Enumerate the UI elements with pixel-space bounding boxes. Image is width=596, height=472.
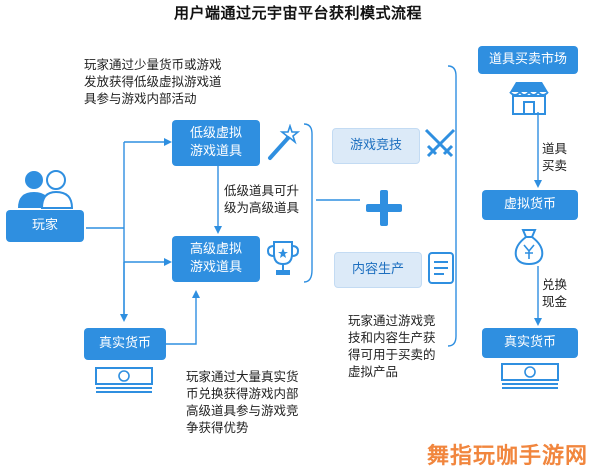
note-bottom-left-line: 币兑换获得游戏内部 xyxy=(186,386,299,401)
market-box: 道具买卖市场 xyxy=(478,46,578,74)
cash-stack-icon xyxy=(95,367,153,393)
low-item-line: 低级虚拟 xyxy=(189,126,242,141)
note-top-left-line: 发放获得低级虚拟游戏道 xyxy=(84,74,222,89)
note-bottom-left-line: 玩家通过大量真实货 xyxy=(186,369,299,384)
trade-label-line: 道具 xyxy=(542,141,568,156)
magic-wand-icon xyxy=(268,124,300,160)
low-item-line: 游戏道具 xyxy=(189,144,242,159)
trade-label-line: 买卖 xyxy=(542,158,568,173)
exchange-label-line: 现金 xyxy=(542,294,568,309)
real-currency-left-box: 真实货币 xyxy=(84,328,166,360)
money-bag-icon xyxy=(514,229,544,266)
high-item-line: 高级虚拟 xyxy=(189,242,242,257)
game-competition-box: 游戏竞技 xyxy=(332,128,420,164)
trophy-icon xyxy=(266,241,300,275)
note-middle-bottom-line: 玩家通过游戏竞 xyxy=(348,313,436,328)
player-box: 玩家 xyxy=(6,210,84,242)
note-top-left-line: 玩家通过少量货币或游戏 xyxy=(84,57,222,72)
note-bottom-left-line: 争获得优势 xyxy=(186,420,249,435)
upgrade-note-line: 级为高级道具 xyxy=(224,200,300,215)
virtual-currency-box: 虚拟货币 xyxy=(482,190,578,220)
note-top-left: 玩家通过少量货币或游戏 发放获得低级虚拟游戏道 具参与游戏内部活动 xyxy=(84,56,222,107)
low-item-box: 低级虚拟 游戏道具 xyxy=(172,120,260,166)
right-bracket xyxy=(447,65,457,347)
note-middle-bottom: 玩家通过游戏竞 技和内容生产获 得可用于买卖的 虚拟产品 xyxy=(348,312,436,380)
upgrade-note: 低级道具可升 级为高级道具 xyxy=(224,182,299,216)
cash-stack-icon xyxy=(501,363,559,389)
high-item-line: 游戏道具 xyxy=(189,260,242,275)
content-production-box: 内容生产 xyxy=(334,252,422,288)
note-middle-bottom-line: 得可用于买卖的 xyxy=(348,347,436,362)
exchange-label-line: 兑换 xyxy=(542,277,568,292)
real-currency-right-box: 真实货币 xyxy=(482,328,578,358)
note-top-left-line: 具参与游戏内部活动 xyxy=(84,91,197,106)
currency-to-high-arrow xyxy=(166,290,200,345)
note-middle-bottom-line: 技和内容生产获 xyxy=(348,330,436,345)
plus-icon xyxy=(366,190,402,226)
watermark: 舞指玩咖手游网 xyxy=(426,444,588,469)
crossed-swords-icon xyxy=(424,128,456,158)
note-bottom-left: 玩家通过大量真实货 币兑换获得游戏内部 高级道具参与游戏竞 争获得优势 xyxy=(186,368,299,436)
document-icon xyxy=(428,252,454,284)
items-bracket xyxy=(303,123,313,283)
page-title: 用户端通过元宇宙平台获利模式流程 xyxy=(173,4,422,22)
storefront-icon xyxy=(509,82,549,115)
note-middle-bottom-line: 虚拟产品 xyxy=(348,364,399,379)
exchange-label: 兑换 现金 xyxy=(542,276,567,310)
trade-label: 道具 买卖 xyxy=(542,140,567,174)
high-item-box: 高级虚拟 游戏道具 xyxy=(172,236,260,282)
note-bottom-left-line: 高级道具参与游戏竞 xyxy=(186,403,299,418)
upgrade-note-line: 低级道具可升 xyxy=(224,183,300,198)
players-icon xyxy=(18,170,74,209)
